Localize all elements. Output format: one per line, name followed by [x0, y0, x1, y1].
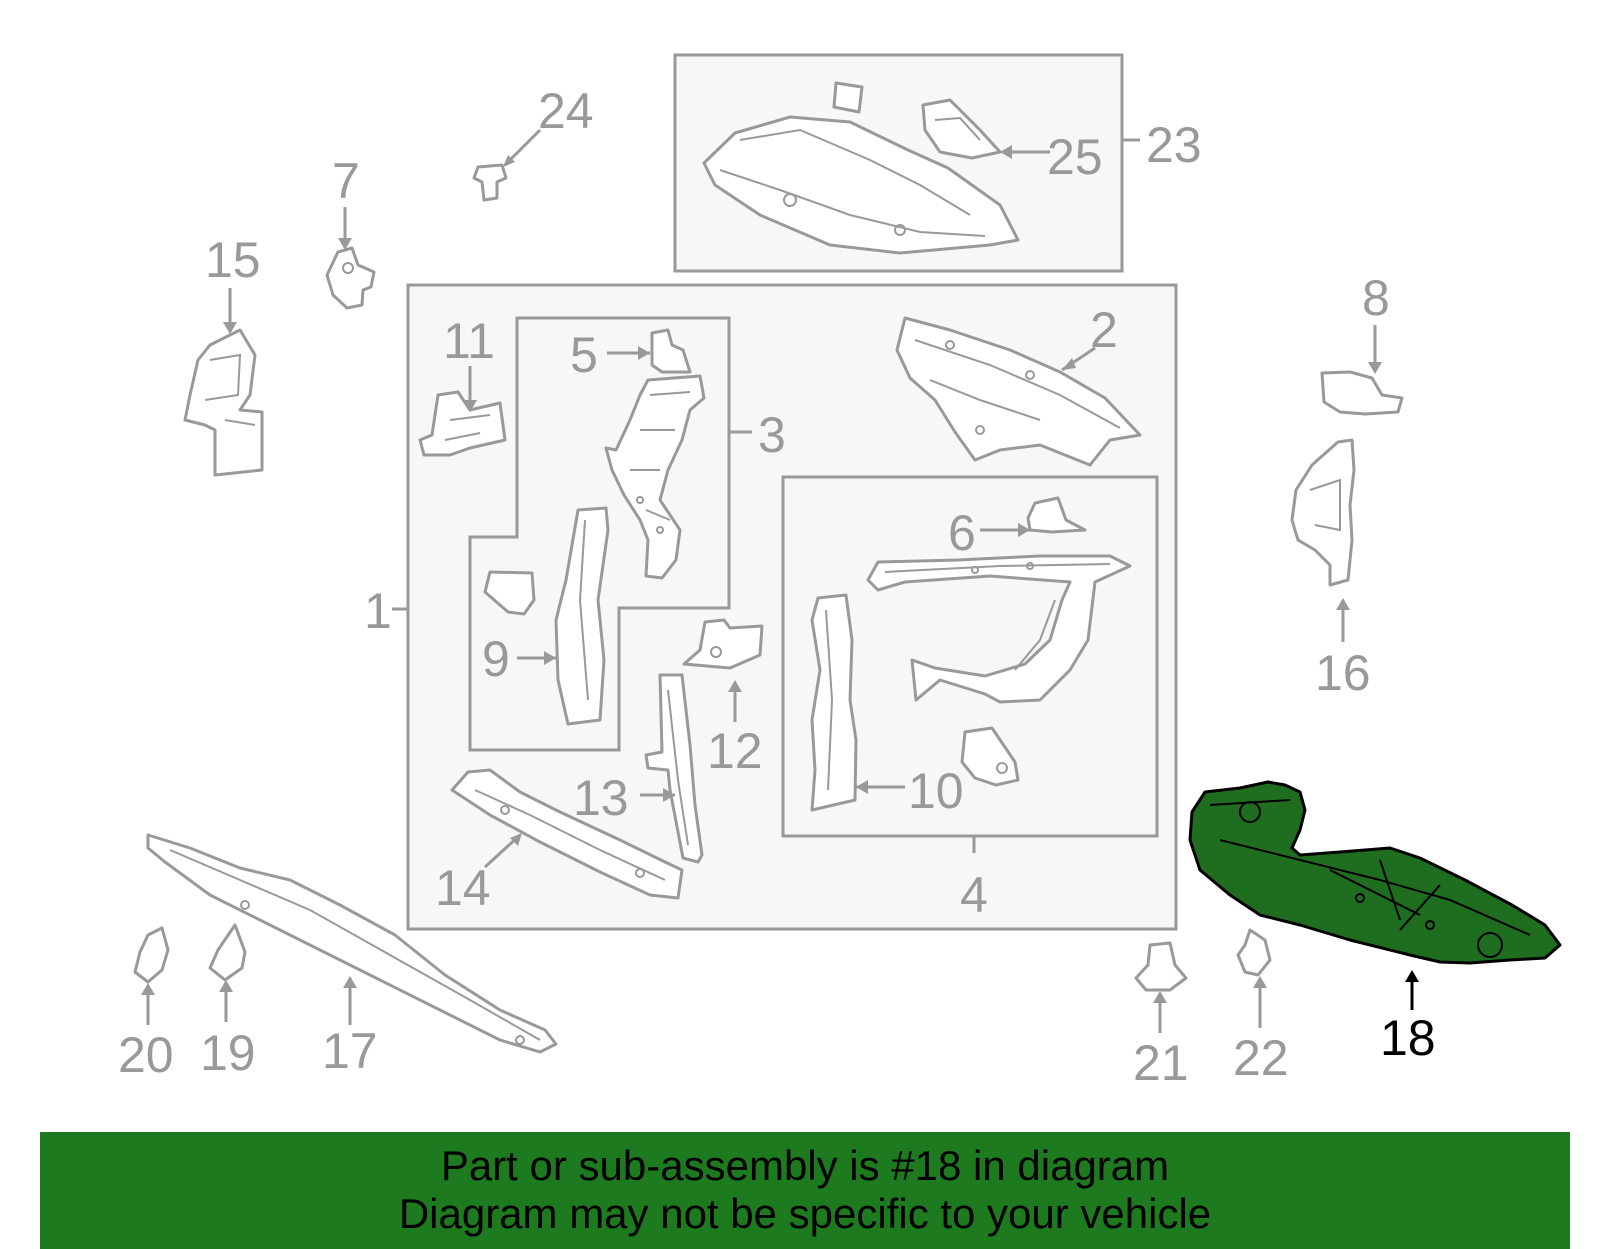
- part-5-bracket[interactable]: [650, 328, 692, 374]
- callout-20: 20: [118, 1027, 174, 1083]
- part-25-bracket[interactable]: [921, 98, 1002, 160]
- part-23-upper-cover[interactable]: [702, 81, 1020, 255]
- part-19-clip[interactable]: [208, 923, 247, 982]
- banner-line-part: Part or sub-assembly is #18 in diagram: [440, 1142, 1170, 1189]
- part-20-clip[interactable]: [133, 926, 170, 984]
- callout-22: 22: [1233, 1030, 1289, 1086]
- part-16-bracket[interactable]: [1290, 438, 1356, 587]
- callout-23: 23: [1146, 117, 1202, 173]
- callout-25: 25: [1047, 129, 1103, 185]
- banner-line-disclaimer: Diagram may not be specific to your vehi…: [398, 1190, 1212, 1237]
- callout-1: 1: [364, 583, 392, 639]
- part-17-crossmember[interactable]: [146, 833, 558, 1054]
- part-10-side-member[interactable]: [810, 593, 858, 812]
- part-4-small-bracket[interactable]: [960, 726, 1020, 787]
- part-3-side-member[interactable]: [604, 374, 706, 580]
- callout-9: 9: [482, 631, 510, 687]
- part-7-bracket[interactable]: [325, 246, 376, 310]
- callout-11: 11: [443, 313, 495, 369]
- part-15-bracket[interactable]: [183, 328, 264, 477]
- part-9-side-member[interactable]: [554, 506, 610, 726]
- callout-8: 8: [1362, 270, 1390, 326]
- callout-7: 7: [332, 153, 360, 209]
- callout-12: 12: [707, 723, 763, 779]
- part-13-pillar[interactable]: [644, 673, 704, 864]
- callout-16: 16: [1315, 645, 1371, 701]
- callout-3: 3: [758, 407, 786, 463]
- callout-21: 21: [1133, 1035, 1189, 1091]
- part-info-banner: Part or sub-assembly is #18 in diagram D…: [40, 1132, 1570, 1249]
- callout-2: 2: [1090, 302, 1118, 358]
- callout-18: 18: [1380, 1010, 1436, 1066]
- part-18-under-cover[interactable]: [1188, 780, 1562, 965]
- part-22-clip[interactable]: [1236, 928, 1272, 977]
- part-14-crossmember[interactable]: [450, 768, 684, 900]
- arrowheads: [141, 145, 1419, 1003]
- part-4-lower-support[interactable]: [866, 554, 1132, 704]
- part-2-upper-support[interactable]: [895, 316, 1142, 467]
- callout-19: 19: [200, 1025, 256, 1081]
- callout-6: 6: [948, 505, 976, 561]
- callout-5: 5: [570, 327, 598, 383]
- callout-4: 4: [960, 867, 988, 923]
- callout-13: 13: [573, 770, 629, 826]
- part-6-bracket[interactable]: [1026, 496, 1087, 534]
- part-12-bracket[interactable]: [682, 618, 764, 670]
- part-8-bracket[interactable]: [1320, 370, 1404, 416]
- callout-15: 15: [205, 232, 261, 288]
- callout-17: 17: [322, 1023, 378, 1079]
- part-9-small-bracket[interactable]: [483, 570, 536, 616]
- callout-10: 10: [908, 763, 964, 819]
- part-21-clip[interactable]: [1134, 941, 1188, 992]
- callout-14: 14: [435, 860, 491, 916]
- callout-24: 24: [538, 83, 594, 139]
- part-24-clip[interactable]: [472, 163, 508, 202]
